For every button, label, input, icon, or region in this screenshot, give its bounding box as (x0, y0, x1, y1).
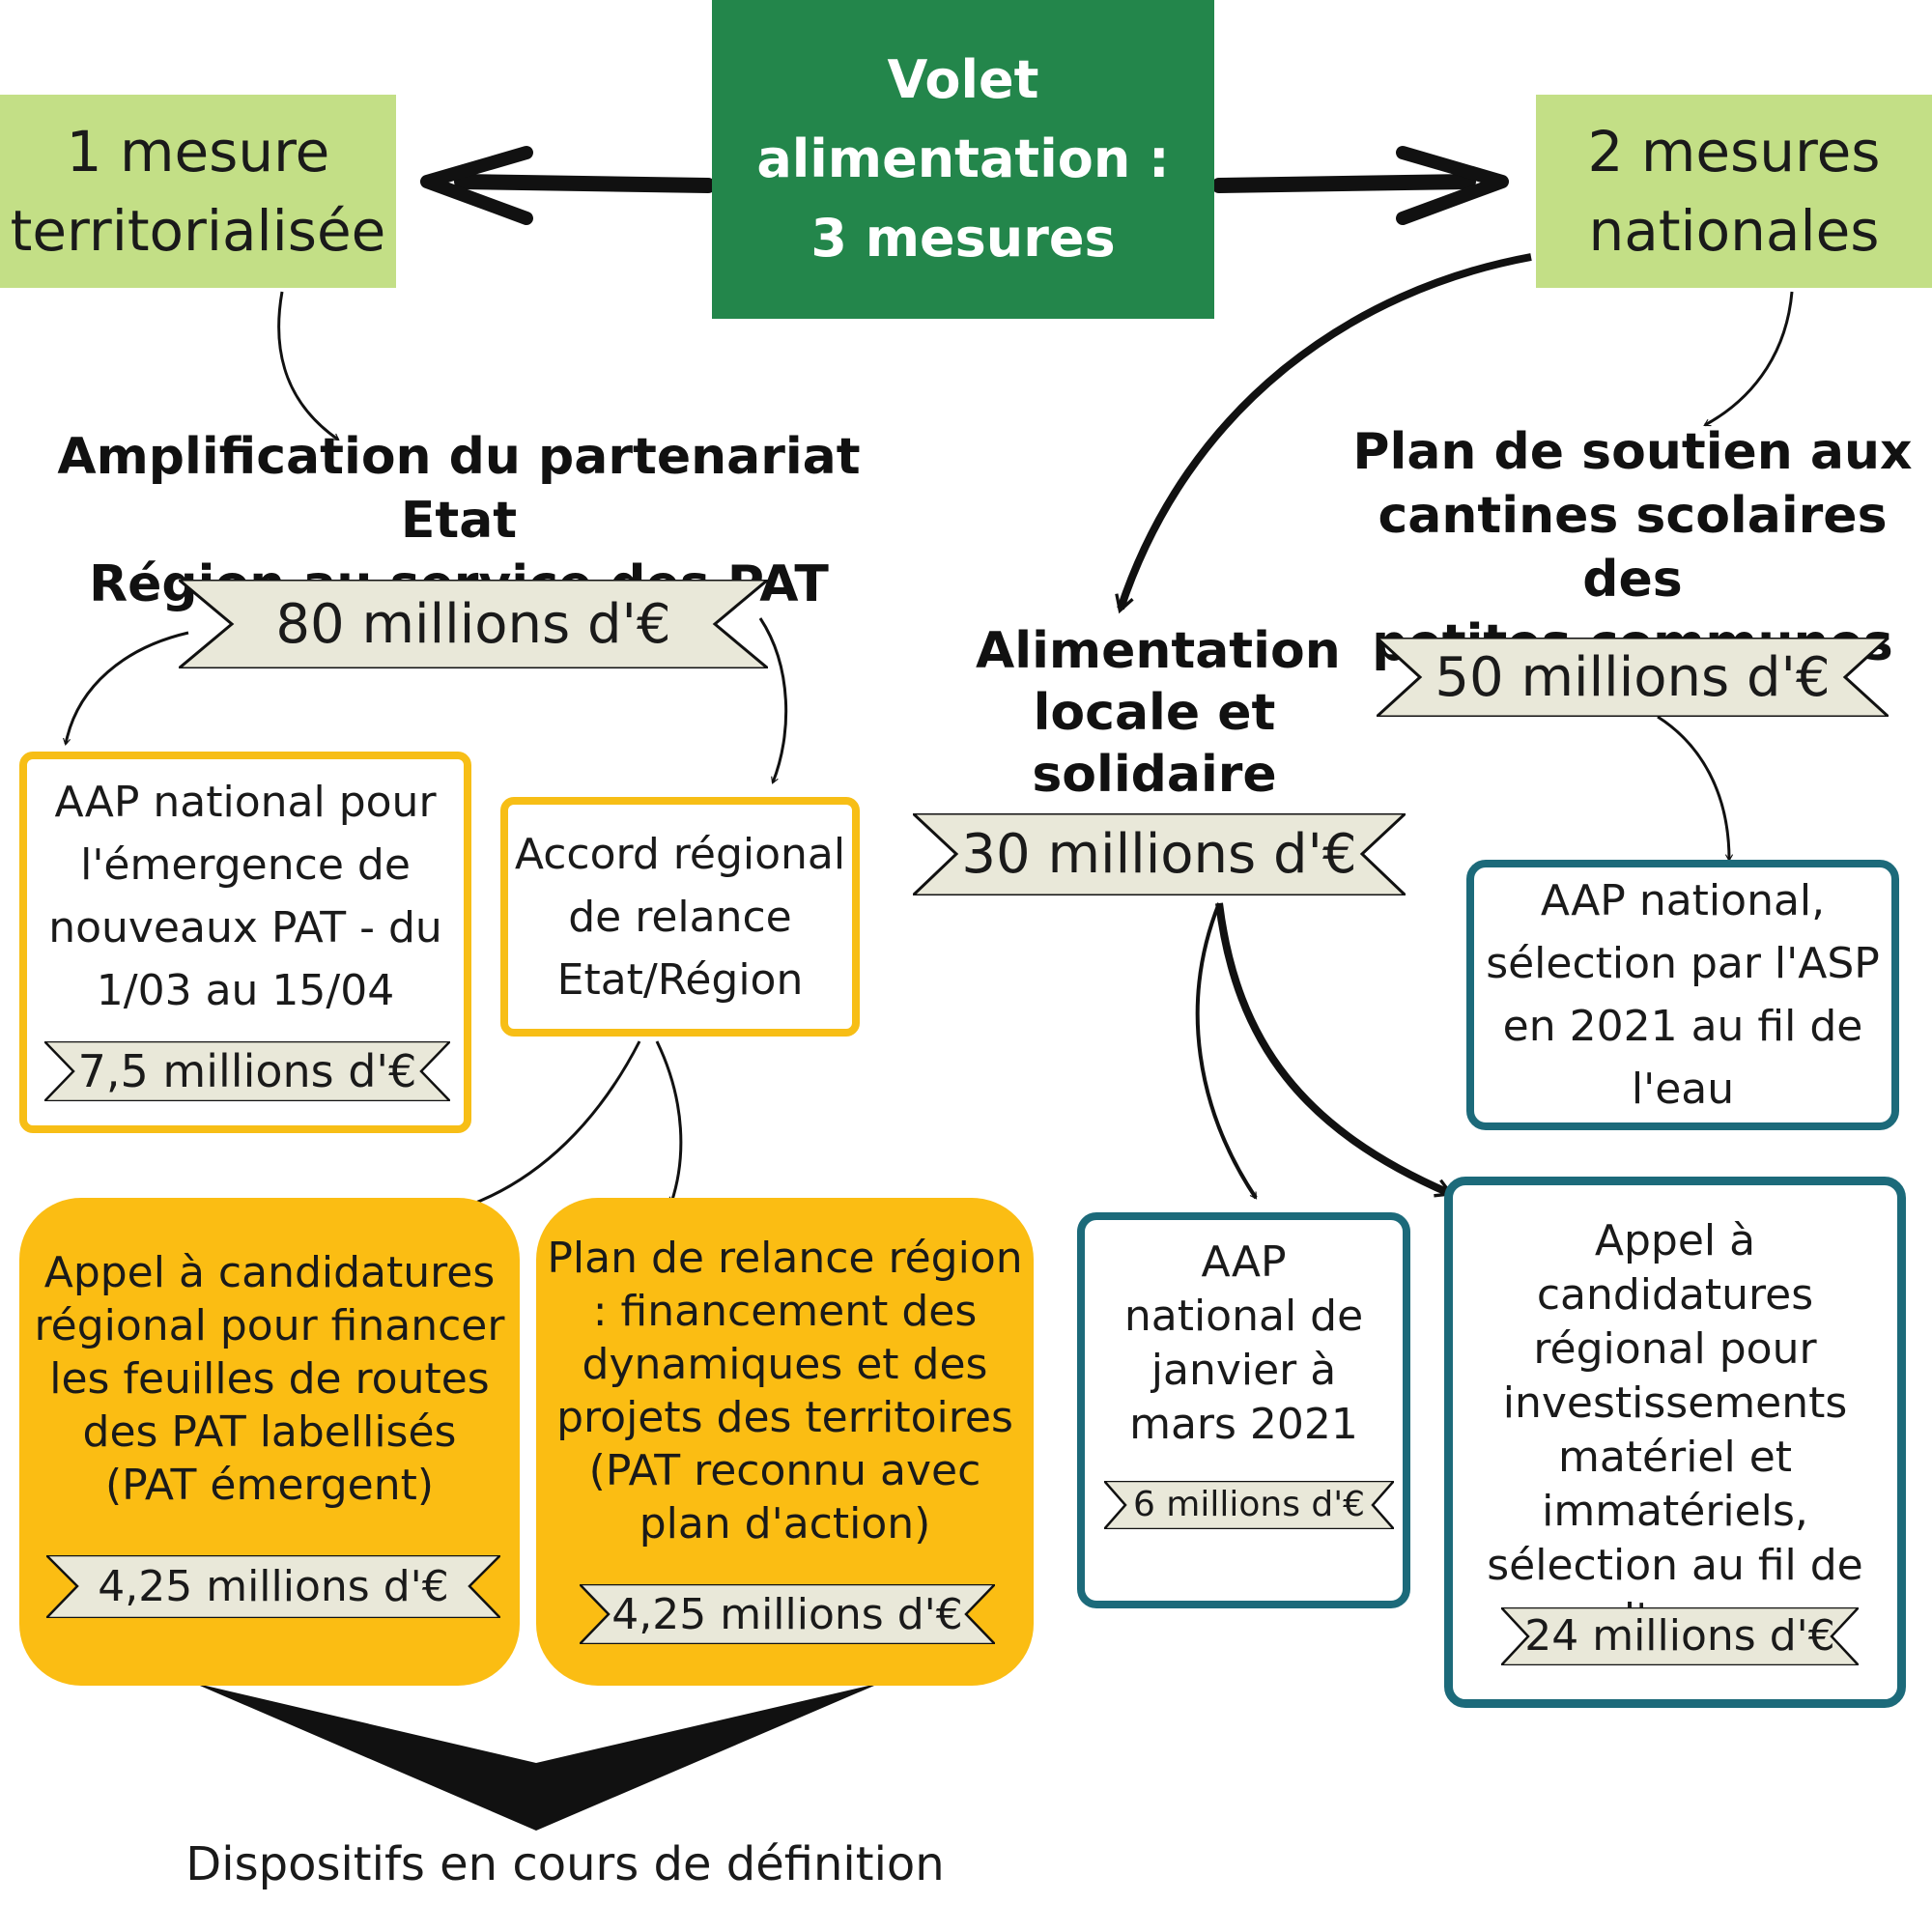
plan-relance-line-2: : financement des (592, 1287, 978, 1336)
arrow-to-right-box (1211, 146, 1509, 225)
aap-emergence-line-1: AAP national pour (54, 778, 437, 827)
partnership-heading-line-1: Amplification du partenariat Etat (57, 428, 861, 550)
appel-invest-line-4: matériel et (1557, 1433, 1793, 1482)
arrow-30m-to-aap-national (1195, 902, 1258, 1200)
right-box-line-1: 2 mesures (1587, 119, 1881, 185)
aap-janvier-line-1: AAP (1201, 1237, 1287, 1287)
budget-6m-label: 6 millions d'€ (1132, 1485, 1366, 1524)
plan-relance-line-4: projets des territoires (556, 1393, 1013, 1442)
budget-ribbon-50m: 50 millions d'€ (1377, 638, 1889, 717)
budget-ribbon-24m: 24 millions d'€ (1501, 1607, 1859, 1665)
national-measures-box: 2 mesures nationales (1536, 95, 1932, 288)
plan-relance-card: Plan de relance région : financement des… (536, 1198, 1034, 1686)
aap-janvier-mars-card: AAP national de janvier à mars 2021 6 mi… (1077, 1212, 1410, 1608)
cantines-heading: Plan de soutien aux cantines scolaires d… (1343, 420, 1922, 675)
volet-title-line-3: 3 mesures (810, 208, 1116, 269)
appel-pat-line-1: Appel à candidatures (43, 1248, 496, 1297)
budget-ribbon-4-25m-right: 4,25 millions d'€ (580, 1584, 995, 1644)
volet-title-line-2: alimentation : (756, 128, 1170, 189)
territorialized-measure-box: 1 mesure territorialisée (0, 95, 396, 288)
budget-4-25m-right-label: 4,25 millions d'€ (611, 1589, 963, 1639)
arrow-30m-to-appel-regional (1215, 902, 1455, 1198)
appel-invest-line-2: régional pour (1533, 1324, 1817, 1374)
right-box-line-2: nationales (1588, 198, 1880, 264)
alimentation-heading-line-3: solidaire (1032, 746, 1277, 804)
appel-pat-line-3: les feuilles de routes (49, 1354, 490, 1404)
plan-relance-line-5: (PAT reconnu avec (588, 1446, 981, 1495)
dispositifs-label: Dispositifs en cours de définition (185, 1837, 945, 1891)
appel-invest-line-1: Appel à candidatures (1536, 1216, 1814, 1320)
budget-80m-label: 80 millions d'€ (275, 592, 671, 656)
arrow-left-box-to-heading (277, 291, 340, 441)
arrow-right-box-to-cantines (1703, 291, 1794, 427)
appel-invest-line-5: immatériels, (1542, 1487, 1808, 1536)
aap-janvier-line-3: janvier à (1151, 1346, 1337, 1395)
arrow-accord-to-appel (467, 1040, 641, 1208)
plan-relance-line-3: dynamiques et des (582, 1340, 988, 1389)
arrow-80m-to-aap (62, 631, 189, 746)
budget-50m-label: 50 millions d'€ (1435, 645, 1831, 709)
appel-invest-line-3: investissements (1502, 1378, 1848, 1428)
accord-line-2: de relance (568, 892, 792, 942)
appel-pat-line-5: (PAT émergent) (104, 1461, 435, 1510)
budget-30m-label: 30 millions d'€ (961, 823, 1357, 886)
aap-emergence-line-4: 1/03 au 15/04 (96, 966, 395, 1015)
alimentation-heading: Alimentation locale et solidaire (976, 620, 1341, 806)
volet-alimentation-box: Volet alimentation : 3 mesures (712, 0, 1214, 319)
budget-ribbon-6m: 6 millions d'€ (1104, 1481, 1394, 1529)
volet-title-line-1: Volet (887, 49, 1039, 110)
aap-janvier-line-4: mars 2021 (1129, 1400, 1358, 1449)
appel-invest-line-6: sélection au fil de (1487, 1541, 1863, 1590)
aap-janvier-line-2: national de (1123, 1292, 1364, 1341)
aap-emergence-line-3: nouveaux PAT - du (48, 903, 442, 952)
budget-ribbon-30m: 30 millions d'€ (913, 813, 1406, 895)
plan-relance-line-1: Plan de relance région (547, 1234, 1023, 1283)
appel-regional-pat-card: Appel à candidatures régional pour finan… (19, 1198, 520, 1686)
budget-ribbon-4-25m-left: 4,25 millions d'€ (46, 1555, 500, 1618)
budget-ribbon-7-5m: 7,5 millions d'€ (44, 1041, 450, 1101)
left-box-line-2: territorialisée (10, 198, 386, 264)
aap-asp-line-1: AAP national, (1540, 876, 1826, 925)
arrow-accord-to-plan (655, 1040, 683, 1205)
budget-7-5m-label: 7,5 millions d'€ (77, 1044, 417, 1097)
cantines-heading-line-2: cantines scolaires des (1378, 487, 1888, 609)
aap-emergence-card: AAP national pour l'émergence de nouveau… (19, 752, 471, 1133)
accord-line-1: Accord régional (514, 829, 846, 879)
appel-pat-line-4: des PAT labellisés (82, 1407, 457, 1457)
converging-chevron (193, 1683, 881, 1831)
arrow-to-left-box (420, 146, 716, 225)
alimentation-heading-line-2: locale et (1033, 684, 1276, 742)
alimentation-heading-line-1: Alimentation (976, 622, 1341, 680)
budget-4-25m-left-label: 4,25 millions d'€ (98, 1562, 449, 1611)
cantines-heading-line-1: Plan de soutien aux (1352, 423, 1913, 481)
arrow-right-box-to-alimentation (1115, 253, 1532, 614)
left-box-line-1: 1 mesure (66, 119, 330, 185)
accord-regional-card: Accord régional de relance Etat/Région (500, 797, 860, 1037)
aap-asp-card: AAP national, sélection par l'ASP en 202… (1466, 860, 1899, 1130)
aap-asp-line-2: sélection par l'ASP (1486, 939, 1880, 988)
aap-emergence-line-2: l'émergence de (80, 840, 411, 890)
arrow-80m-to-accord (758, 617, 788, 784)
plan-relance-line-6: plan d'action) (639, 1499, 931, 1548)
budget-24m-label: 24 millions d'€ (1524, 1611, 1835, 1661)
appel-investissements-card: Appel à candidatures régional pour inves… (1444, 1177, 1906, 1708)
aap-asp-line-4: l'eau (1631, 1065, 1735, 1114)
aap-asp-line-3: en 2021 au fil de (1502, 1002, 1863, 1051)
arrow-50m-to-aap (1657, 715, 1734, 863)
accord-line-3: Etat/Région (556, 954, 804, 1005)
appel-pat-line-2: régional pour financer (34, 1301, 505, 1350)
budget-ribbon-80m: 80 millions d'€ (179, 580, 768, 668)
